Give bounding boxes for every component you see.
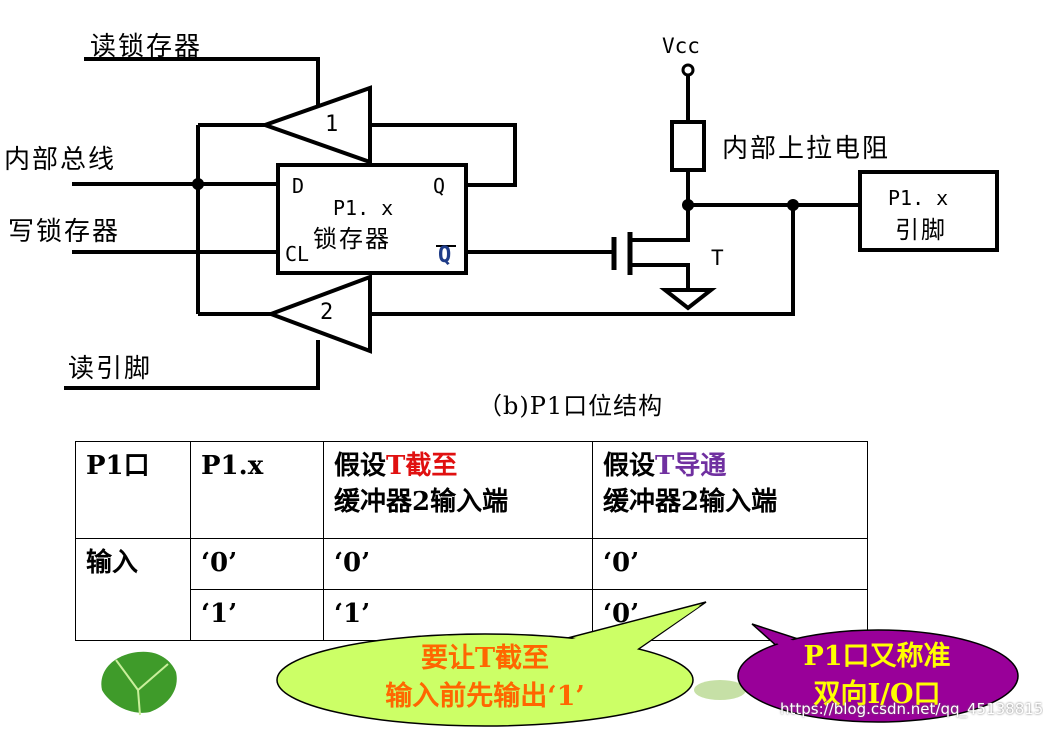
truth-table: P1口 P1.x 假设T截至缓冲器2输入端 假设T导通缓冲器2输入端 输入 ‘0…: [75, 441, 868, 641]
table-cell: ‘0’: [592, 538, 868, 590]
latch-d-label: D: [292, 174, 305, 198]
read-pin-label: 读引脚: [68, 354, 153, 384]
vcc-label: Vcc: [662, 34, 700, 58]
yellow-callout: [276, 633, 694, 727]
latch-q-label: Q: [433, 174, 446, 198]
latch-name-line1: P1. x: [333, 196, 394, 220]
pullup-label: 内部上拉电阻: [722, 134, 891, 164]
purple-callout-text: P1口又称准 双向I/O口: [803, 641, 951, 710]
pin-box-line2: 引脚: [895, 216, 947, 244]
junction-dot: [787, 199, 799, 211]
table-cell: 输入: [75, 538, 191, 641]
header-cell-pin: P1.x: [190, 441, 324, 539]
leaf-icon: [101, 651, 177, 716]
table-cell: ‘1’: [190, 589, 324, 641]
header-cell-t-off: 假设T截至缓冲器2输入端: [323, 441, 593, 539]
internal-bus-label: 内部总线: [4, 145, 117, 175]
latch-box: [276, 163, 468, 275]
junction-dot: [192, 178, 204, 190]
vcc-terminal: [681, 63, 695, 77]
latch-cl-label: CL: [285, 242, 310, 266]
buffer-2: [265, 274, 372, 354]
latch-qbar-label: Q: [438, 243, 452, 268]
watermark: https://blog.csdn.net/qq_45138815: [780, 700, 1043, 718]
read-latch-label: 读锁存器: [90, 32, 203, 62]
buffer-1-label: 1: [325, 112, 339, 137]
pin-box-line1: P1. x: [888, 186, 949, 210]
leaf-icon: [694, 680, 746, 700]
write-latch-label: 写锁存器: [8, 217, 121, 247]
pin-box: [858, 170, 999, 252]
buffer-2-label: 2: [320, 300, 334, 325]
junction-dot: [682, 199, 694, 211]
circuit-wires: [64, 57, 999, 390]
table-header-row: P1口 P1.x 假设T截至缓冲器2输入端 假设T导通缓冲器2输入端: [75, 441, 868, 539]
header-cell-t-on: 假设T导通缓冲器2输入端: [592, 441, 868, 539]
header-cell-port: P1口: [75, 441, 191, 539]
transistor-label: T: [711, 246, 724, 270]
table-row: 输入 ‘0’ ‘0’ ‘0’: [75, 538, 868, 641]
yellow-callout-text: 要让T截至 输入前先输出‘1’: [385, 643, 585, 712]
latch-name-line2: 锁存器: [313, 225, 391, 253]
ground-symbol: [659, 288, 717, 311]
table-cell: ‘1’: [323, 589, 593, 641]
diagram-caption: （b)P1口位结构: [478, 392, 664, 420]
